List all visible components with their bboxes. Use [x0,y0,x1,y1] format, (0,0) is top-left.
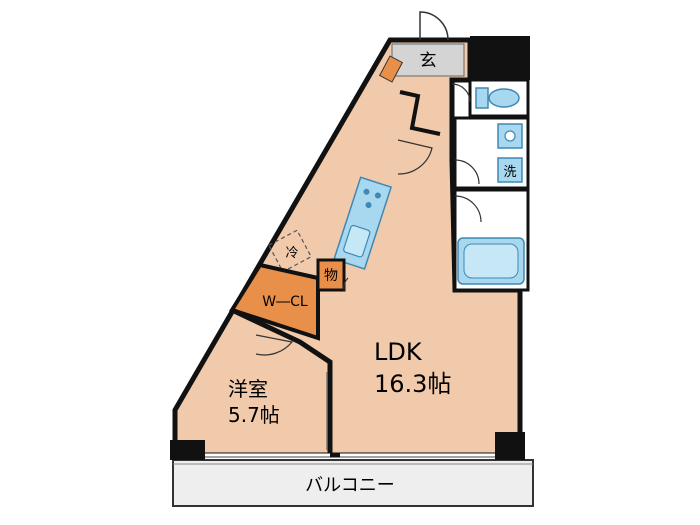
western-room-door [255,334,294,356]
stove-burner [363,188,370,195]
washroom-door [454,159,480,185]
western-room-wall [230,307,333,455]
stove-burner [365,202,372,209]
walk-in-closet-label: W―CL [262,294,308,310]
storage [316,258,346,292]
laundry-space [497,157,523,183]
hall-door [397,139,433,175]
washbasin-drain [504,130,516,142]
storage-label: 物 [324,268,338,284]
toilet-bowl [488,88,520,108]
walk-in-closet [228,262,320,341]
balcony-label: バルコニー [305,475,395,496]
western-room-size: 5.7帖 [228,403,280,427]
wall-block-bottom-right [495,432,525,460]
laundry-label: 洗 [503,165,516,180]
bathtub-inner [463,243,519,279]
balcony [172,459,534,507]
entrance-label: 玄 [420,51,437,71]
entrance [391,43,465,77]
entrance-door [419,11,449,41]
wall-block-bottom-left [170,440,205,460]
fridge-label: 冷 [285,246,298,261]
wall-block-top-right [470,36,530,80]
stove-burner [374,192,381,199]
kitchen-sink [343,224,371,258]
hall-partition [399,90,441,136]
toilet-door [451,83,471,103]
ldk-name: LDK [374,338,423,366]
shoe-cabinet [378,55,404,83]
toilet-tank [475,87,489,109]
ldk-size: 16.3帖 [374,370,451,398]
storage-door [343,277,349,291]
western-room-name: 洋室 [228,377,268,401]
bathroom-door [454,195,482,223]
